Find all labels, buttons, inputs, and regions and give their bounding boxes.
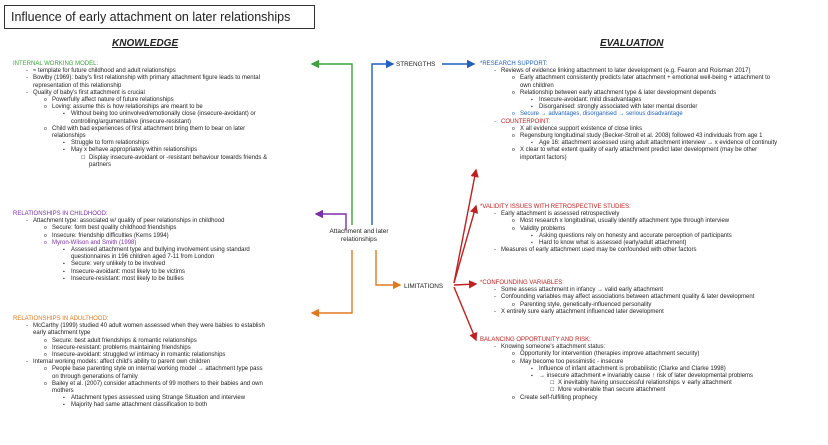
list-item: Early attachment consistently predicts l…	[512, 75, 777, 82]
validity-section: *VALIDITY ISSUES WITH RETROSPECTIVE STUD…	[480, 204, 732, 255]
list-item: Influence of infant attachment is probab…	[531, 366, 753, 373]
list-item: important factors)	[520, 154, 567, 161]
list-item: Attachment types assessed using Strange …	[63, 395, 265, 402]
list-item: Create self-fulfilling prophecy	[512, 395, 753, 402]
list-item: questionnaires in 196 children aged 7-11…	[71, 254, 215, 261]
list-item: ≈ template for future childhood and adul…	[26, 68, 267, 75]
list-item: representation of this relationship	[33, 82, 122, 89]
list-item: X inevitably having unsuccessful relatio…	[550, 380, 753, 387]
list-item: Child with bad experiences of first atta…	[44, 126, 267, 133]
list-item: Insecure-resistant: problems maintaining…	[44, 345, 265, 352]
confounding-section: *CONFOUNDING VARIABLES: Some assess atta…	[480, 280, 754, 316]
childhood-heading: RELATIONSHIPS IN CHILDHOOD:	[13, 211, 108, 217]
list-item: Bowlby (1969): baby's first relationship…	[26, 75, 267, 82]
strengths-label: STRENGTHS	[396, 61, 436, 68]
list-item: Display insecure-avoidant or -resistant …	[81, 155, 267, 162]
list-item: Internal working models: affect child's …	[26, 359, 265, 366]
list-item: Insecure-avoidant: most likely to be vic…	[63, 269, 250, 276]
list-item: X all evidence support existence of clos…	[512, 126, 777, 133]
list-item: Knowing someone's attachment status:	[494, 344, 753, 351]
list-item: Reviews of evidence linking attachment t…	[494, 68, 777, 75]
list-item: Disorganised: strongly associated with l…	[531, 104, 777, 111]
arrow-to-strengths	[371, 59, 395, 225]
list-item: X entirely sure early attachment influen…	[494, 309, 754, 316]
list-item: Parenting style, genetically-influenced …	[512, 302, 754, 309]
childhood-section: RELATIONSHIPS IN CHILDHOOD: Attachment t…	[13, 211, 250, 283]
central-topic: Attachment and later relationships	[329, 228, 389, 243]
list-item: People base parenting style on internal …	[44, 366, 265, 373]
list-item: own children	[520, 82, 554, 89]
list-item: Insecure-avoidant: mild disadvantages	[531, 97, 777, 104]
list-item: Insecure-avoidant: struggled w/ intimacy…	[44, 352, 265, 359]
list-item: Powerfully affect nature of future relat…	[44, 97, 267, 104]
counterpoint-heading: COUNTERPOINT:	[494, 119, 777, 126]
research-section: *RESEARCH SUPPORT: Reviews of evidence l…	[480, 61, 777, 162]
list-item: on through generations of family	[52, 373, 138, 380]
list-item: More vulnerable than secure attachment	[550, 387, 753, 394]
adulthood-heading: RELATIONSHIPS IN ADULTHOOD:	[13, 316, 109, 322]
arrow-to-balancing	[453, 286, 478, 342]
list-item: Some assess attachment in infancy → vali…	[494, 287, 754, 294]
arrow-to-childhood	[314, 209, 347, 230]
arrow-to-counterpoint	[453, 168, 479, 284]
list-item: McCarthy (1999) studied 40 adult women a…	[26, 323, 265, 330]
list-item: Opportunity for intervention (therapies …	[512, 351, 753, 358]
page-title: Influence of early attachment on later r…	[4, 5, 315, 29]
limitations-label: LIMITATIONS	[404, 283, 444, 290]
list-item: Majority had same attachment classificat…	[63, 402, 265, 409]
list-item: → insecure attachment ≠ invariably cause…	[531, 373, 753, 380]
balancing-heading: BALANCING OPPORTUNITY AND RISK:	[480, 337, 591, 343]
list-item: Attachment type: associated w/ quality o…	[26, 218, 250, 225]
list-item: Assessed attachment type and bullying in…	[63, 247, 250, 254]
list-item: Insecure-resistant: most likely to be bu…	[63, 276, 250, 283]
list-item: Most research x longitudinal, usually id…	[512, 218, 732, 225]
evaluation-heading: EVALUATION	[600, 38, 664, 49]
list-item: May x behave appropriately within relati…	[63, 147, 267, 154]
list-item: Secure → advantages, disorganised → seri…	[512, 111, 777, 118]
list-item: Early attachment is assessed retrospecti…	[494, 211, 732, 218]
list-item: X clear to what extent quality of early …	[512, 147, 777, 154]
list-item: Secure: form best quality childhood frie…	[44, 225, 250, 232]
list-item: May become too pessimistic - insecure	[512, 359, 753, 366]
list-item: Validity problems	[512, 226, 732, 233]
list-item: Relationship between early attachment ty…	[512, 90, 777, 97]
list-item: Insecure: friendship difficulties (Kerns…	[44, 233, 250, 240]
list-item: Age 16: attachment assessed using adult …	[531, 140, 777, 147]
list-item: Measures of early attachment used may be…	[494, 247, 732, 254]
list-item: Quality of baby's first attachment is cr…	[26, 90, 267, 97]
list-item: Regensburg longitudinal study (Becker-St…	[512, 133, 777, 140]
iwm-section: INTERNAL WORKING MODEL: ≈ template for f…	[13, 61, 267, 169]
arrow-to-adulthood	[310, 250, 353, 318]
balancing-section: BALANCING OPPORTUNITY AND RISK: Knowing …	[480, 337, 753, 402]
list-item: Loving: assume this is how relationships…	[44, 104, 267, 111]
list-item: Struggle to form relationships	[63, 140, 267, 147]
list-item: Secure: very unlikely to be involved	[63, 261, 250, 268]
list-item: relationships	[52, 133, 86, 140]
list-item: partners	[89, 161, 112, 168]
list-item: early attachment type	[33, 330, 91, 337]
confounding-heading: *CONFOUNDING VARIABLES:	[480, 280, 564, 286]
arrow-to-limitations	[375, 250, 402, 290]
iwm-heading: INTERNAL WORKING MODEL:	[13, 61, 99, 67]
list-item: Confounding variables may affect associa…	[494, 294, 754, 301]
list-item: Hard to know what is assessed (early/adu…	[531, 240, 732, 247]
arrow-to-validity	[453, 204, 479, 284]
list-item: Bailey et al. (2007) consider attachment…	[44, 381, 265, 388]
list-item: Without being too uninvolved/emotionally…	[63, 111, 267, 118]
list-item: Myron-Wilson and Smith (1998)	[44, 240, 250, 247]
research-heading: *RESEARCH SUPPORT:	[480, 61, 548, 67]
list-item: Secure: best adult friendships & romanti…	[44, 338, 265, 345]
list-item: mothers	[52, 388, 74, 395]
adulthood-section: RELATIONSHIPS IN ADULTHOOD: McCarthy (19…	[13, 316, 265, 410]
list-item: controlling/argumentative (insecure-resi…	[71, 118, 192, 125]
arrow-to-iwm	[310, 59, 353, 225]
validity-heading: *VALIDITY ISSUES WITH RETROSPECTIVE STUD…	[480, 204, 631, 210]
arrow-to-confounding	[453, 280, 478, 289]
list-item: Asking questions rely on honesty and acc…	[531, 233, 732, 240]
knowledge-heading: KNOWLEDGE	[112, 38, 179, 49]
